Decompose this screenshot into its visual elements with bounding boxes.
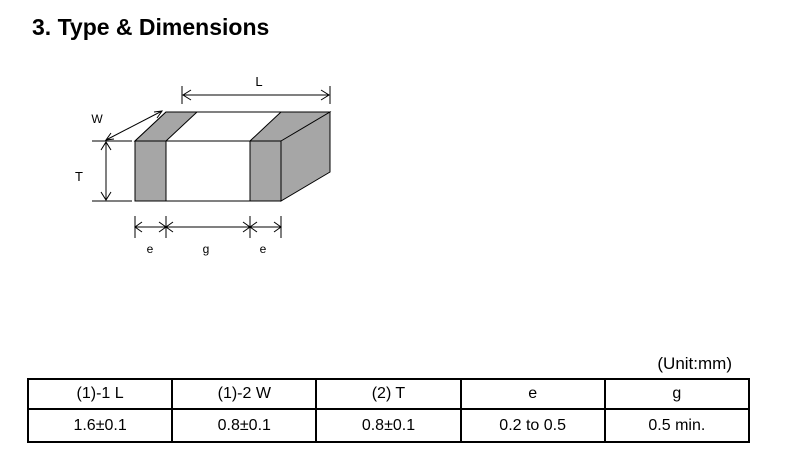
value-thickness: 0.8±0.1 bbox=[315, 408, 462, 443]
header-length: (1)-1 L bbox=[26, 378, 174, 410]
table-header-row: (1)-1 L (1)-2 W (2) T e g bbox=[26, 378, 751, 410]
electrode-gap-dimensions bbox=[134, 216, 282, 238]
electrode-right-label: e bbox=[260, 242, 267, 256]
header-width: (1)-2 W bbox=[171, 378, 318, 410]
header-gap: g bbox=[603, 378, 751, 410]
thickness-label: T bbox=[75, 169, 83, 184]
length-dimension bbox=[181, 86, 331, 104]
length-label: L bbox=[255, 74, 262, 89]
value-electrode: 0.2 to 0.5 bbox=[459, 408, 606, 443]
width-label: W bbox=[91, 112, 103, 126]
electrode-left-front bbox=[134, 140, 167, 202]
header-thickness: (2) T bbox=[315, 378, 462, 410]
dimensions-table: (1)-1 L (1)-2 W (2) T e g 1.6±0.1 0.8±0.… bbox=[26, 378, 751, 443]
value-gap: 0.5 min. bbox=[603, 408, 751, 443]
width-dimension bbox=[104, 110, 164, 141]
electrode-right-front bbox=[249, 140, 282, 202]
value-length: 1.6±0.1 bbox=[26, 408, 174, 443]
unit-note: (Unit:mm) bbox=[657, 354, 732, 373]
value-width: 0.8±0.1 bbox=[171, 408, 318, 443]
electrode-left-label: e bbox=[147, 242, 154, 256]
table-row: 1.6±0.1 0.8±0.1 0.8±0.1 0.2 to 0.5 0.5 m… bbox=[26, 408, 751, 443]
gap-label: g bbox=[203, 242, 210, 256]
thickness-dimension bbox=[92, 140, 132, 202]
chip-dimension-diagram: L W T e g e bbox=[75, 74, 332, 256]
section-title: 3. Type & Dimensions bbox=[32, 14, 270, 40]
header-electrode: e bbox=[459, 378, 606, 410]
